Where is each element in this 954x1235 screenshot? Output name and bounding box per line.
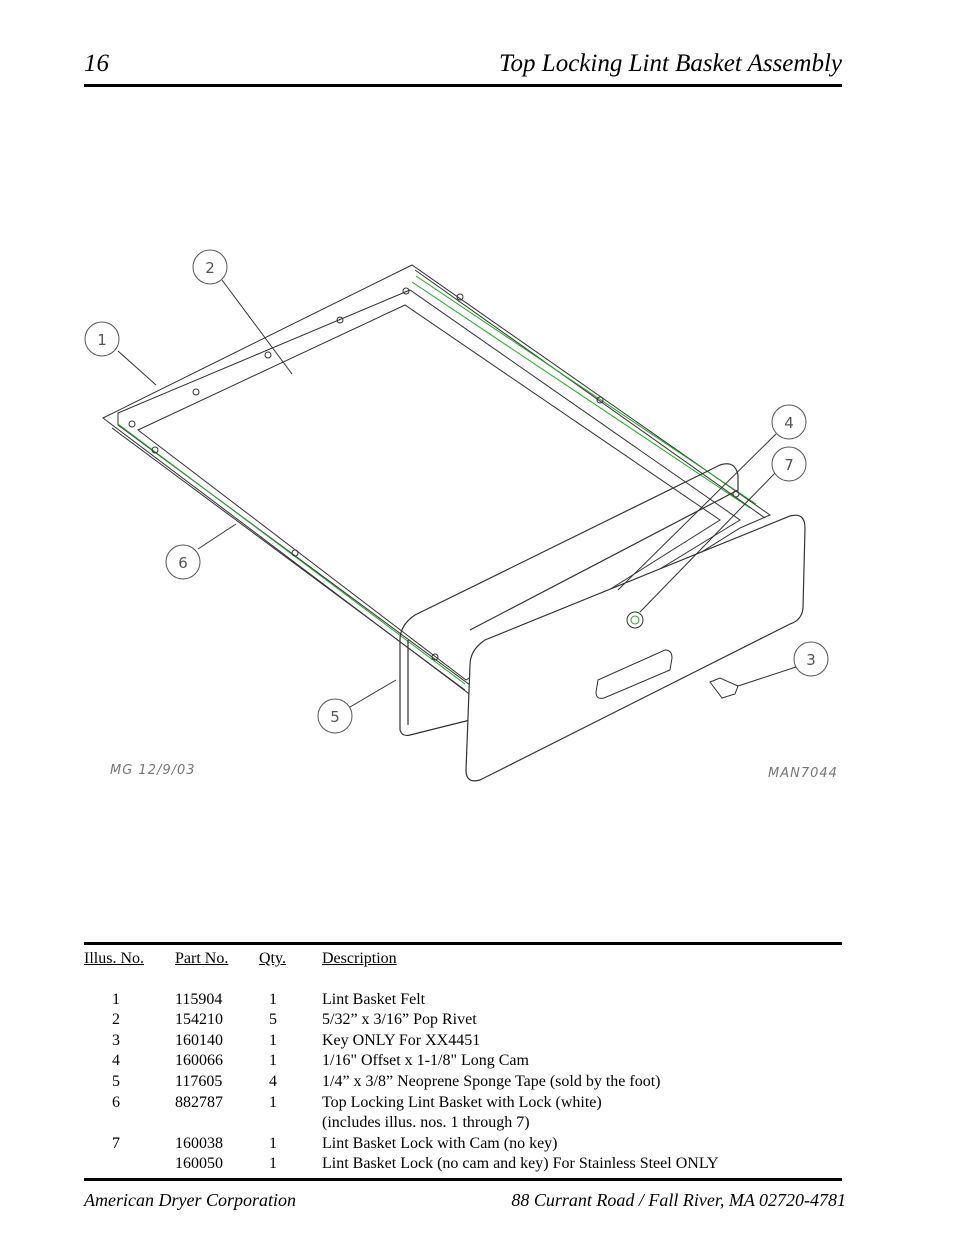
part-no: 115904 xyxy=(175,990,223,1008)
page-number: 16 xyxy=(84,50,109,77)
header-part-no: Part No. xyxy=(175,950,229,967)
footer-rule xyxy=(84,1178,842,1181)
callout-6-label: 6 xyxy=(178,554,188,572)
page-title: Top Locking Lint Basket Assembly xyxy=(498,50,842,77)
table-row: 3 160140 1 Key ONLY For XX4451 xyxy=(84,1032,842,1053)
callout-7 xyxy=(771,446,807,482)
company-address: 88 Currant Road / Fall River, MA 02720-4… xyxy=(511,1190,846,1210)
table-row: 2 154210 5 5/32” x 3/16” Pop Rivet xyxy=(84,1011,842,1032)
part-no: 117605 xyxy=(175,1072,223,1090)
description: Lint Basket Lock with Cam (no key) xyxy=(322,1134,558,1152)
callout-4-label: 4 xyxy=(784,414,794,432)
illus-no: 1 xyxy=(112,990,120,1008)
description: 1/4” x 3/8” Neoprene Sponge Tape (sold b… xyxy=(322,1072,661,1090)
callout-6 xyxy=(165,544,201,580)
illus-no: 4 xyxy=(112,1052,120,1070)
description: Top Locking Lint Basket with Lock (white… xyxy=(322,1093,602,1111)
front-panel xyxy=(465,514,806,782)
table-header-row: Illus. No. Part No. Qty. Description xyxy=(84,950,842,971)
table-top-rule xyxy=(84,942,842,945)
qty: 1 xyxy=(269,1134,277,1152)
callout-7-label: 7 xyxy=(784,456,794,474)
parts-table: Illus. No. Part No. Qty. Description 1 1… xyxy=(84,950,842,1176)
description: Key ONLY For XX4451 xyxy=(322,1031,481,1049)
description: 1/16" Offset x 1-1/8" Long Cam xyxy=(322,1052,529,1070)
part-no: 160066 xyxy=(175,1052,223,1070)
key-icon xyxy=(709,677,739,699)
qty: 1 xyxy=(269,1093,277,1111)
part-no: 160038 xyxy=(175,1134,223,1152)
table-row: (includes illus. nos. 1 through 7) xyxy=(84,1114,842,1135)
callout-3-label: 3 xyxy=(806,651,816,669)
drawing-number: MAN7044 xyxy=(768,766,838,781)
callout-2-label: 2 xyxy=(205,259,215,277)
callout-2 xyxy=(192,249,228,285)
part-no: 160050 xyxy=(175,1155,223,1173)
drafter-stamp: MG 12/9/03 xyxy=(110,763,196,778)
illus-no: 2 xyxy=(112,1011,120,1029)
callout-1-label: 1 xyxy=(97,331,107,349)
page-header: 16 Top Locking Lint Basket Assembly xyxy=(84,50,842,84)
table-row: 1 115904 1 Lint Basket Felt xyxy=(84,991,842,1012)
qty: 5 xyxy=(269,1011,277,1029)
qty: 1 xyxy=(269,1052,277,1070)
illus-no: 7 xyxy=(112,1134,120,1152)
callout-5 xyxy=(317,698,353,734)
illus-no: 3 xyxy=(112,1031,120,1049)
qty: 1 xyxy=(269,1155,277,1173)
part-no: 160140 xyxy=(175,1031,223,1049)
table-row: 5 117605 4 1/4” x 3/8” Neoprene Sponge T… xyxy=(84,1073,842,1094)
lock-icon xyxy=(626,611,644,629)
illus-no: 6 xyxy=(112,1093,120,1111)
qty: 1 xyxy=(269,990,277,1008)
description: 5/32” x 3/16” Pop Rivet xyxy=(322,1011,477,1029)
description: (includes illus. nos. 1 through 7) xyxy=(322,1114,530,1132)
header-qty: Qty. xyxy=(259,950,286,967)
table-row: 4 160066 1 1/16" Offset x 1-1/8" Long Ca… xyxy=(84,1052,842,1073)
qty: 4 xyxy=(269,1072,277,1090)
callout-1 xyxy=(84,321,120,357)
description: Lint Basket Lock (no cam and key) For St… xyxy=(322,1155,719,1173)
handle-slot xyxy=(595,649,673,699)
illus-no: 5 xyxy=(112,1072,120,1090)
company-name: American Dryer Corporation xyxy=(84,1190,296,1210)
callout-3 xyxy=(793,641,829,677)
callout-4 xyxy=(771,404,807,440)
table-row: 7 160038 1 Lint Basket Lock with Cam (no… xyxy=(84,1135,842,1156)
part-no: 154210 xyxy=(175,1011,223,1029)
part-no: 882787 xyxy=(175,1093,223,1111)
header-rule xyxy=(84,84,842,87)
description: Lint Basket Felt xyxy=(322,990,426,1008)
qty: 1 xyxy=(269,1031,277,1049)
header-description: Description xyxy=(322,950,397,967)
callout-5-label: 5 xyxy=(330,708,340,726)
screen-opening xyxy=(137,304,721,681)
table-row: 6 882787 1 Top Locking Lint Basket with … xyxy=(84,1094,842,1115)
header-illus-no: Illus. No. xyxy=(84,950,144,967)
assembly-drawing: 1 2 3 4 5 6 7 MG 12/9/03 MAN7044 xyxy=(84,249,838,782)
table-row: 160050 1 Lint Basket Lock (no cam and ke… xyxy=(84,1155,842,1176)
